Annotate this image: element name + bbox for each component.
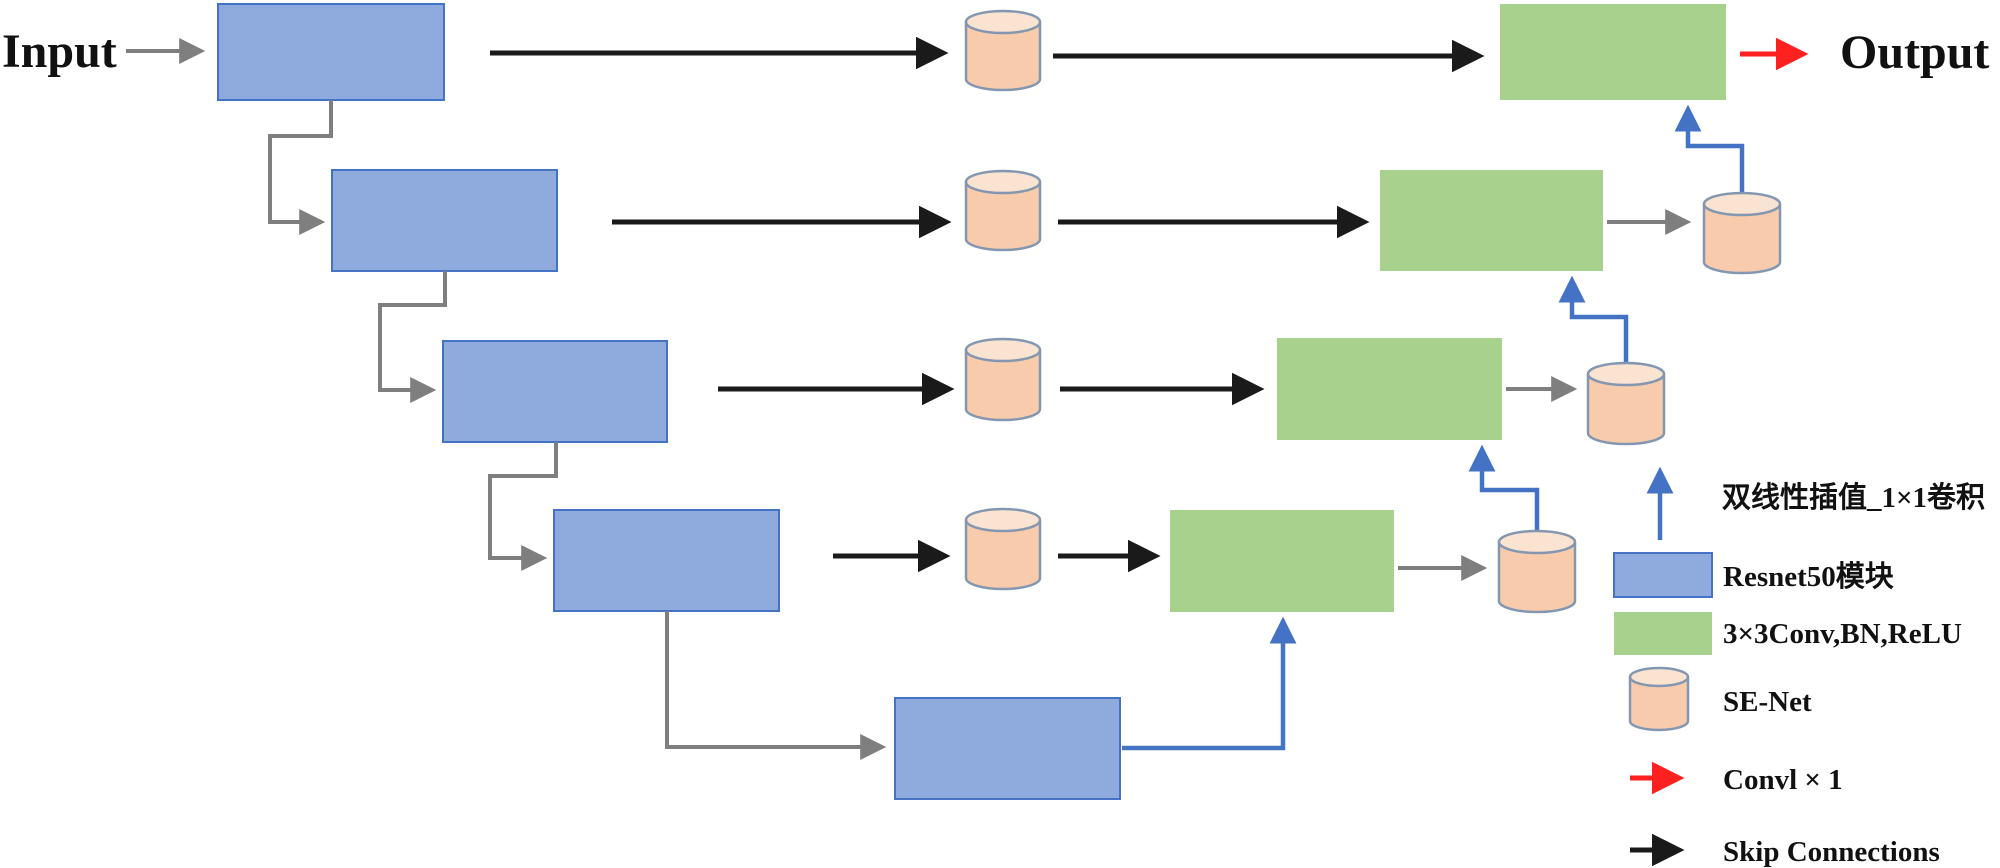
legend-label-skip: Skip Connections bbox=[1723, 836, 1940, 868]
encoder-block-3 bbox=[442, 340, 668, 443]
encoder-block-2 bbox=[331, 169, 558, 272]
decoder-block-3 bbox=[1277, 338, 1502, 440]
senet-cylinder-2 bbox=[964, 169, 1042, 252]
downsample-connector-1 bbox=[268, 100, 333, 235]
senet-cylinder-1 bbox=[964, 9, 1042, 92]
downsample-connector-4 bbox=[665, 611, 887, 760]
legend: 双线性插值_1×1卷积 Resnet50模块 3×3Conv,BN,ReLU S… bbox=[1613, 466, 1985, 868]
senet-cylinder-up-3-body bbox=[1497, 542, 1577, 614]
decoder-block-1 bbox=[1500, 4, 1726, 100]
legend-label-conv1: Convl × 1 bbox=[1723, 764, 1843, 796]
upsample-arrow-3 bbox=[1468, 444, 1540, 534]
senet-cylinder-up-1-top bbox=[1702, 191, 1782, 217]
senet-cylinder-up-2-body bbox=[1586, 374, 1666, 446]
encoder-block-4 bbox=[553, 509, 780, 612]
encoder-block-5-bottleneck bbox=[894, 697, 1121, 800]
senet-cylinder-3-top bbox=[964, 337, 1042, 363]
legend-label-resnet: Resnet50模块 bbox=[1723, 560, 1894, 593]
output-label: Output bbox=[1840, 26, 1989, 79]
senet-cylinder-3-body bbox=[964, 350, 1042, 422]
upsample-arrow-4 bbox=[1122, 616, 1297, 751]
senet-cylinder-up-2-top bbox=[1586, 361, 1666, 387]
senet-cylinder-up-1-body bbox=[1702, 204, 1782, 275]
legend-senet-cylinder-body bbox=[1628, 677, 1690, 732]
upsample-arrow-1 bbox=[1674, 104, 1745, 196]
decoder-block-4 bbox=[1170, 510, 1394, 612]
legend-label-conv: 3×3Conv,BN,ReLU bbox=[1723, 618, 1962, 650]
senet-cylinder-2-top bbox=[964, 169, 1042, 195]
senet-cylinder-up-1 bbox=[1702, 191, 1782, 275]
senet-cylinder-1-body bbox=[964, 22, 1042, 92]
upsample-arrow-2 bbox=[1558, 275, 1629, 366]
legend-label-senet: SE-Net bbox=[1723, 686, 1812, 718]
senet-cylinder-2-body bbox=[964, 182, 1042, 252]
senet-cylinder-4-top bbox=[964, 507, 1042, 533]
legend-conv-swatch bbox=[1614, 612, 1712, 655]
legend-senet-cylinder-icon bbox=[1628, 666, 1690, 732]
senet-cylinder-1-top bbox=[964, 9, 1042, 35]
senet-cylinder-4 bbox=[964, 507, 1042, 591]
decoder-block-2 bbox=[1380, 170, 1603, 271]
senet-cylinder-up-3 bbox=[1497, 529, 1577, 614]
senet-cylinder-3 bbox=[964, 337, 1042, 422]
legend-label-upsample: 双线性插值_1×1卷积 bbox=[1722, 481, 1985, 514]
downsample-connector-3 bbox=[488, 442, 558, 571]
legend-senet-cylinder-top bbox=[1628, 666, 1690, 688]
senet-cylinder-4-body bbox=[964, 520, 1042, 591]
encoder-block-1 bbox=[217, 3, 445, 101]
legend-resnet-swatch bbox=[1613, 552, 1713, 598]
senet-cylinder-up-2 bbox=[1586, 361, 1666, 446]
input-label: Input bbox=[2, 25, 117, 78]
downsample-connector-2 bbox=[378, 271, 447, 403]
senet-cylinder-up-3-top bbox=[1497, 529, 1577, 555]
